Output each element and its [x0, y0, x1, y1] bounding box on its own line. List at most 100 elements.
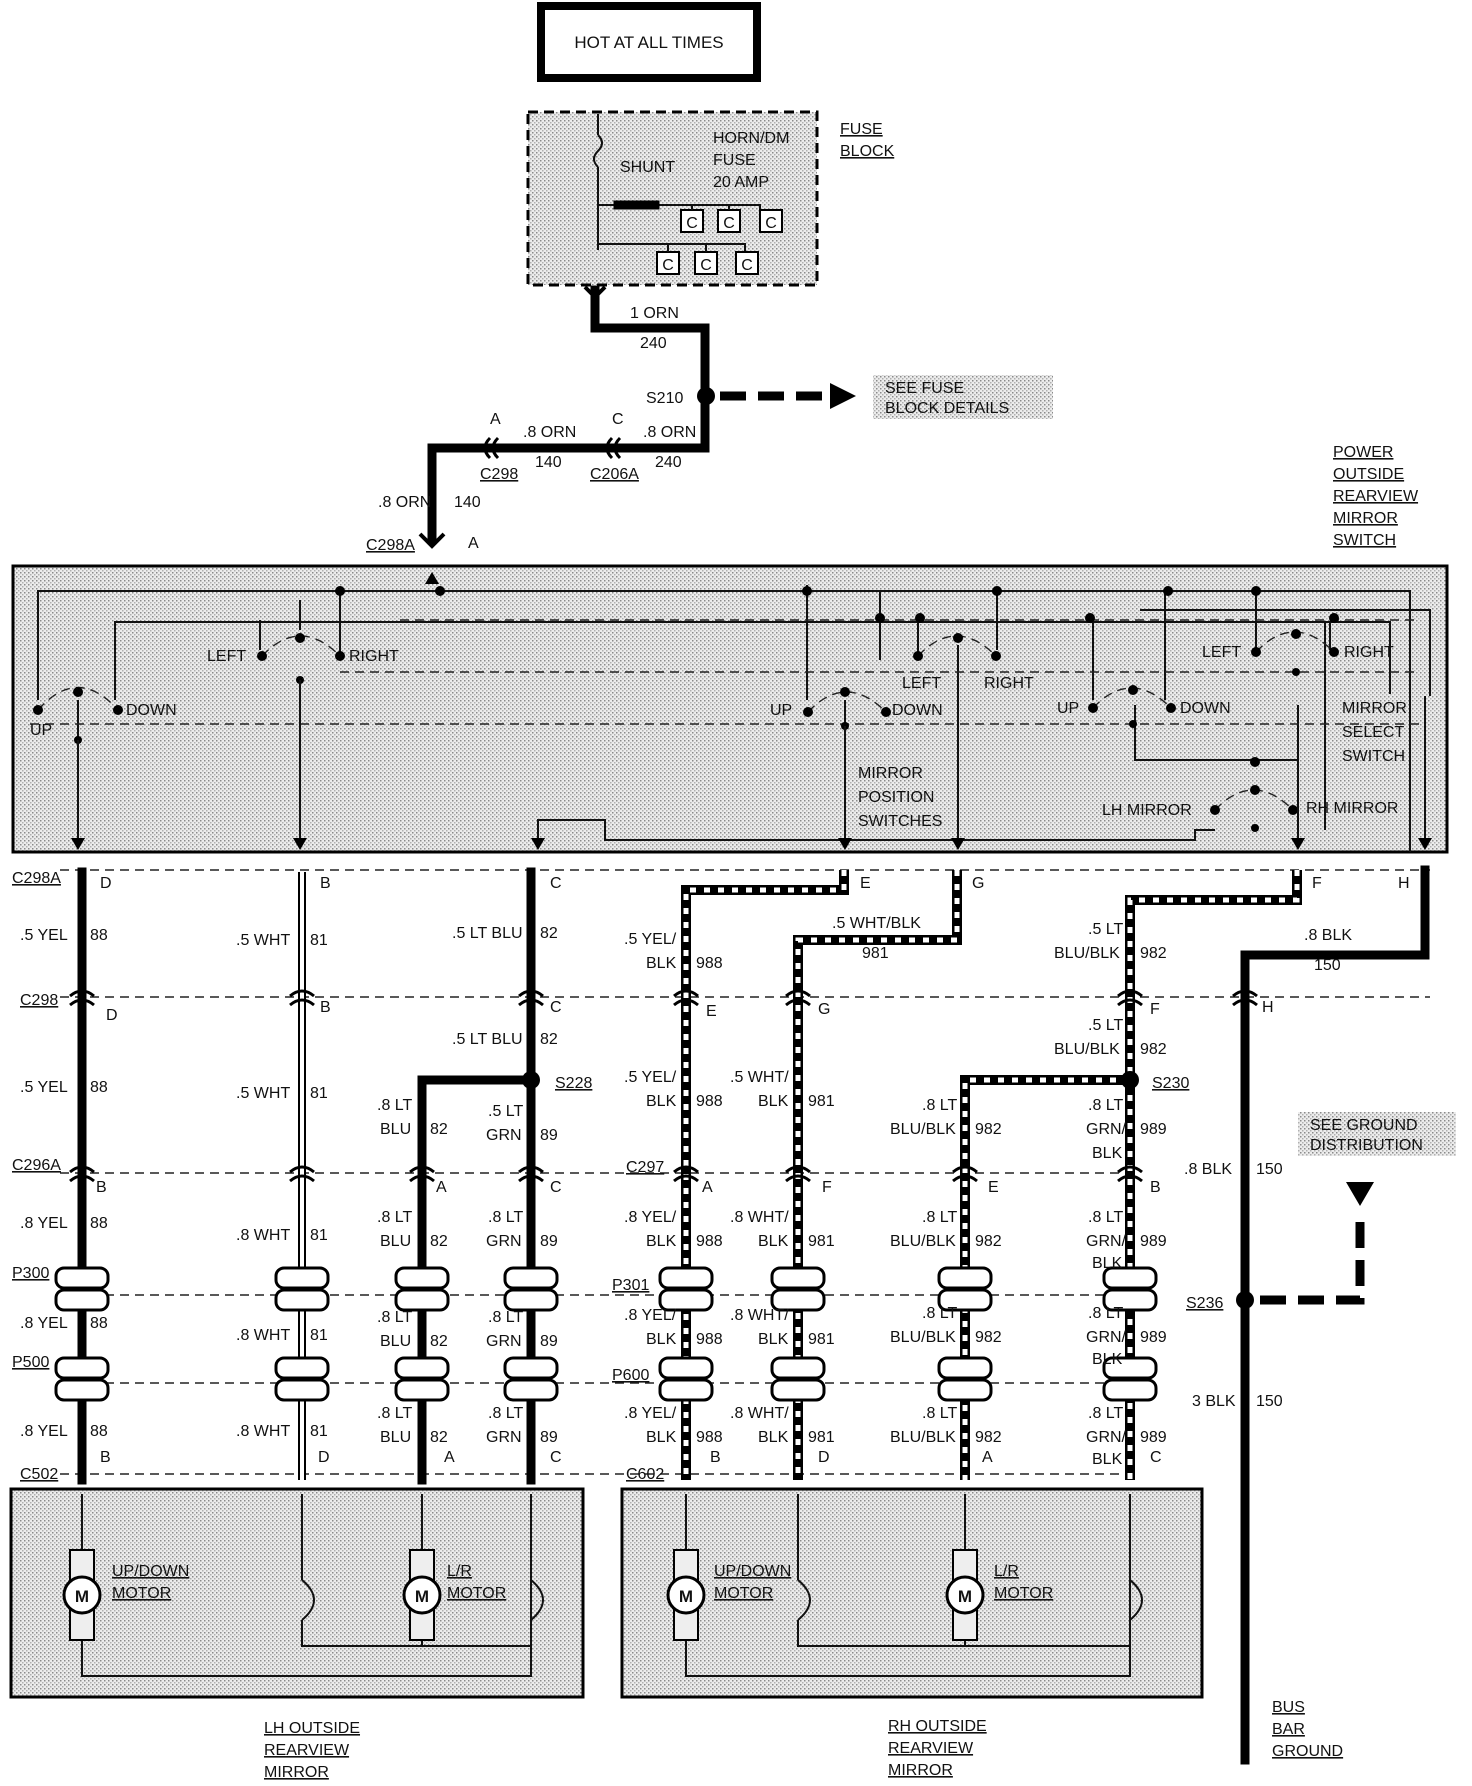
wire-label: .8 YEL/ [624, 1307, 677, 1324]
bus-bar-ground: BUS BAR GROUND [1272, 1699, 1343, 1760]
splice-s230 [1121, 1071, 1139, 1089]
wire-label: .8 WHT/ [730, 1307, 789, 1324]
wire-label: .5 LT [488, 1103, 524, 1120]
wire-label: .8 BLK [1304, 927, 1352, 944]
circuit-label: 81 [310, 1227, 328, 1244]
circuit-label: 82 [540, 1031, 558, 1048]
connector-caps [54, 989, 1258, 1402]
wire-label: .8 WHT [236, 1327, 290, 1344]
lh-lr-motor-label: MOTOR [447, 1585, 506, 1602]
wire-labels-988: .5 YEL/ BLK 988 .5 YEL/ BLK 988 .8 YEL/ … [624, 931, 723, 1446]
w2-size: .8 ORN [643, 424, 696, 441]
wire-label: GRN [486, 1333, 522, 1350]
mirror-position-line2: POSITION [858, 789, 934, 806]
see-fuse-line1: SEE FUSE [885, 380, 964, 397]
pin-c298a-b: B [320, 875, 331, 892]
switch-title-line2: OUTSIDE [1333, 466, 1404, 483]
rh-outside-mirror: M M UP/DOWN MOTOR L/R MOTOR [620, 1487, 1204, 1699]
wire-label: BLU [380, 1233, 411, 1250]
wire-82 [417, 1075, 536, 1485]
circuit-label: 989 [1140, 1329, 1167, 1346]
wire-label: BLU/BLK [890, 1329, 956, 1346]
fuse-cavity-c: C [700, 257, 712, 274]
pin-c298-e: E [706, 1003, 717, 1020]
wire-label: .8 LT [377, 1309, 413, 1326]
see-fuse-block-note: SEE FUSE BLOCK DETAILS [873, 375, 1053, 419]
pin-c296a-b: B [96, 1179, 107, 1196]
circuit-label: 988 [696, 1233, 723, 1250]
mirror-select-line3: SWITCH [1342, 748, 1405, 765]
pin-c502-b: B [100, 1449, 111, 1466]
switch-title-line4: MIRROR [1333, 510, 1398, 527]
mirror-position-line3: SWITCHES [858, 813, 942, 830]
circuit-label: 988 [696, 955, 723, 972]
wire-label: BLK [1092, 1451, 1123, 1468]
fuse-name-line2: FUSE [713, 152, 756, 169]
lh-outside-mirror: M M UP/DOWN MOTOR L/R MOTOR [9, 1487, 585, 1699]
s236-label: S236 [1186, 1295, 1223, 1312]
wire-label: BLK [646, 955, 677, 972]
wire-label: BLU [380, 1333, 411, 1350]
wire-label: .8 LT [1088, 1305, 1124, 1322]
circuit-label: 89 [540, 1429, 558, 1446]
lh-mirror-label: LH MIRROR [1102, 802, 1192, 819]
wire-label: GRN [486, 1127, 522, 1144]
right-label-2: RIGHT [984, 675, 1034, 692]
fuse-name-line1: HORN/DM [713, 130, 789, 147]
circuit-label: 89 [540, 1127, 558, 1144]
wire-label: .5 LT BLU [452, 1031, 523, 1048]
circuit-label: 981 [808, 1093, 835, 1110]
s210-label: S210 [646, 390, 683, 407]
w2-circuit: 240 [655, 454, 682, 471]
circuit-label: 150 [1314, 957, 1341, 974]
pin-c602-d: D [818, 1449, 830, 1466]
wire-label: BLK [646, 1331, 677, 1348]
circuit-label: 150 [1256, 1393, 1283, 1410]
pin-c298a-d: D [100, 875, 112, 892]
rh-title-line2: REARVIEW [888, 1740, 974, 1757]
pin-c602-a: A [982, 1449, 993, 1466]
rh-lr-label: L/R [994, 1563, 1019, 1580]
circuit-label: 982 [975, 1429, 1002, 1446]
wire-label: .8 BLK [1184, 1161, 1232, 1178]
wire-982-stripe [962, 870, 1300, 1480]
wire-label: GRN/ [1086, 1429, 1127, 1446]
wire-label: .8 YEL [20, 1315, 68, 1332]
wire-label: .8 LT [1088, 1405, 1124, 1422]
wire-label: .5 WHT/BLK [832, 915, 921, 932]
wire-label: .8 WHT [236, 1423, 290, 1440]
wire-label: .8 LT [1088, 1097, 1124, 1114]
mirror-select-line2: SELECT [1342, 724, 1404, 741]
wire-label: BLK [646, 1429, 677, 1446]
splice-s236 [1236, 1291, 1254, 1309]
pin-c298-g: G [818, 1001, 830, 1018]
splice-s210 [697, 387, 715, 405]
circuit-label: 88 [90, 927, 108, 944]
s230-label: S230 [1152, 1075, 1189, 1092]
splice-s228 [522, 1071, 540, 1089]
circuit-label: 988 [696, 1331, 723, 1348]
wire-label: .5 YEL/ [624, 1069, 677, 1086]
circuit-label: 981 [808, 1331, 835, 1348]
pin-c298a-h: H [1398, 875, 1410, 892]
c297-label: C297 [626, 1159, 664, 1176]
pin-c502-c: C [550, 1449, 562, 1466]
mirror-select-line1: MIRROR [1342, 700, 1407, 717]
fuse-name-line3: 20 AMP [713, 174, 769, 191]
wire-labels-982-989: .5 LT BLU/BLK 982 .5 LT BLU/BLK 982 .8 L… [890, 921, 1167, 1468]
pin-c296a-c: C [550, 1179, 562, 1196]
w4-circuit: 140 [454, 494, 481, 511]
down-label-3: DOWN [1180, 700, 1231, 717]
wire-label: BLK [1092, 1145, 1123, 1162]
lh-updown-motor: M [62, 1549, 102, 1641]
wire-150 [1240, 865, 1430, 1765]
wire-labels-82-89: .5 LT BLU 82 .5 LT BLU 82 .8 LT BLU 82 .… [377, 925, 558, 1446]
p301-label: P301 [612, 1277, 649, 1294]
wire-label: .8 LT [922, 1209, 958, 1226]
feed-circuit: SEE FUSE BLOCK DETAILS S210 1 ORN 240 A … [366, 285, 1053, 554]
left-label-3: LEFT [1202, 644, 1241, 661]
pin-c298a-c: C [550, 875, 562, 892]
wire-label: BLK [758, 1233, 789, 1250]
rh-updown-motor: M [666, 1549, 706, 1641]
right-label-1: RIGHT [349, 648, 399, 665]
